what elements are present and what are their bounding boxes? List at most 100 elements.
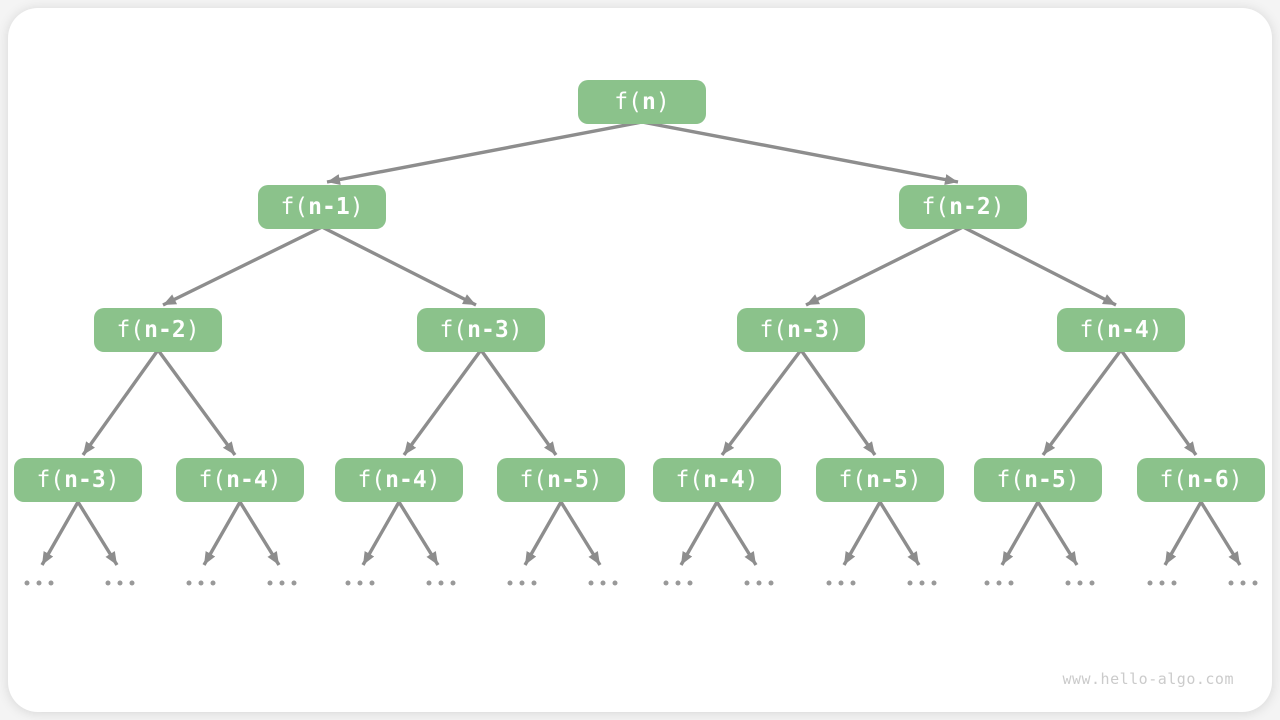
ellipsis [907, 580, 937, 586]
edge-arrow [397, 501, 440, 566]
dot-icon [210, 580, 216, 586]
edge-arrow [720, 348, 803, 457]
edge-arrow [1163, 501, 1203, 566]
tree-node-f-n-4: f(n-4) [176, 458, 304, 502]
tree-node-f-n-5: f(n-5) [816, 458, 944, 502]
dot-icon [838, 580, 844, 586]
edge-arrow [641, 120, 959, 185]
dot-icon [291, 580, 297, 586]
tree-node-f-n-5: f(n-5) [974, 458, 1102, 502]
tree-node-f-n-6: f(n-6) [1137, 458, 1265, 502]
dot-icon [931, 580, 937, 586]
ellipsis [507, 580, 537, 586]
dot-icon [687, 580, 693, 586]
dot-icon [105, 580, 111, 586]
edge-arrow [326, 120, 643, 185]
edges-layer [40, 120, 1242, 566]
dot-icon [531, 580, 537, 586]
edge-arrow [1041, 348, 1123, 457]
ellipsis [744, 580, 774, 586]
dot-icon [507, 580, 513, 586]
dot-icon [1008, 580, 1014, 586]
dot-icon [186, 580, 192, 586]
dot-icon [426, 580, 432, 586]
dot-icon [1077, 580, 1083, 586]
ellipsis [1147, 580, 1177, 586]
tree-node-f-n-2: f(n-2) [899, 185, 1027, 229]
dot-icon [1159, 580, 1165, 586]
edge-arrow [202, 501, 242, 566]
dot-icon [850, 580, 856, 586]
edge-arrow [479, 349, 558, 456]
edge-arrow [162, 225, 323, 307]
diagram-card: f(n)f(n-1)f(n-2)f(n-2)f(n-3)f(n-3)f(n-4)… [8, 8, 1272, 712]
ellipsis [24, 580, 54, 586]
tree-node-f-n: f(n) [578, 80, 706, 124]
dot-icon [438, 580, 444, 586]
dot-icon [129, 580, 135, 586]
edge-arrow [238, 501, 281, 566]
ellipsis [345, 580, 375, 586]
tree-node-f-n-4: f(n-4) [1057, 308, 1185, 352]
edge-arrow [1199, 501, 1242, 566]
tree-node-f-n-3: f(n-3) [14, 458, 142, 502]
dot-icon [600, 580, 606, 586]
edge-arrow [361, 501, 401, 566]
tree-node-f-n-4: f(n-4) [653, 458, 781, 502]
edge-arrow [76, 501, 119, 566]
dot-icon [450, 580, 456, 586]
dot-icon [369, 580, 375, 586]
edge-arrow [81, 349, 160, 456]
dot-icon [519, 580, 525, 586]
edge-arrow [156, 348, 237, 457]
tree-node-f-n-5: f(n-5) [497, 458, 625, 502]
ellipsis [426, 580, 456, 586]
diagram-canvas: f(n)f(n-1)f(n-2)f(n-2)f(n-3)f(n-3)f(n-4)… [8, 8, 1272, 712]
ellipsis [1065, 580, 1095, 586]
edge-arrow [962, 225, 1117, 307]
tree-node-f-n-3: f(n-3) [417, 308, 545, 352]
dot-icon [1240, 580, 1246, 586]
edge-arrow [1036, 501, 1079, 566]
dot-icon [48, 580, 54, 586]
dot-icon [919, 580, 925, 586]
ellipsis [267, 580, 297, 586]
dot-icon [826, 580, 832, 586]
edge-arrow [842, 501, 882, 566]
dot-icon [36, 580, 42, 586]
dot-icon [357, 580, 363, 586]
edge-arrow [1000, 501, 1040, 566]
dot-icon [756, 580, 762, 586]
dot-icon [24, 580, 30, 586]
edge-arrow [402, 348, 483, 457]
dot-icon [588, 580, 594, 586]
dot-icon [768, 580, 774, 586]
dot-icon [907, 580, 913, 586]
dot-icon [279, 580, 285, 586]
ellipsis [663, 580, 693, 586]
dot-icon [198, 580, 204, 586]
dot-icon [663, 580, 669, 586]
edge-arrow [40, 501, 80, 566]
ellipsis [588, 580, 618, 586]
dot-icon [744, 580, 750, 586]
ellipsis [186, 580, 216, 586]
edge-arrow [679, 501, 719, 566]
edge-arrow [523, 501, 563, 566]
watermark: www.hello-algo.com [1062, 670, 1234, 688]
dot-icon [612, 580, 618, 586]
edge-arrow [559, 501, 602, 566]
tree-node-f-n-1: f(n-1) [258, 185, 386, 229]
edge-arrow [1119, 349, 1198, 456]
dot-icon [267, 580, 273, 586]
tree-node-f-n-4: f(n-4) [335, 458, 463, 502]
ellipsis [105, 580, 135, 586]
dot-icon [984, 580, 990, 586]
edge-arrow [799, 349, 877, 456]
dot-icon [345, 580, 351, 586]
dot-icon [1089, 580, 1095, 586]
dot-icon [996, 580, 1002, 586]
dot-icon [1228, 580, 1234, 586]
dot-icon [1252, 580, 1258, 586]
